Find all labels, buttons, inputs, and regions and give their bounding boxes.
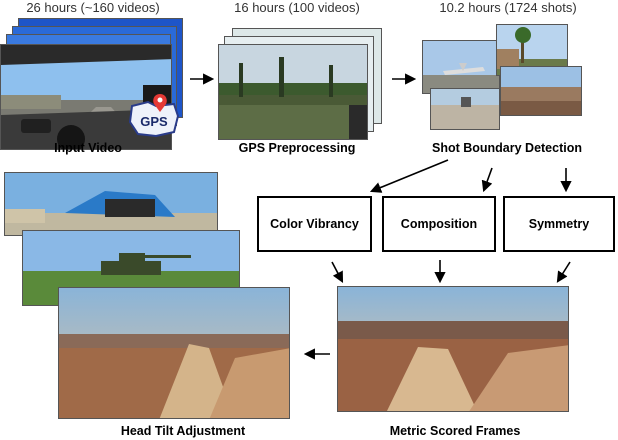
scored-caption: Metric Scored Frames: [389, 424, 521, 438]
arrow-vibrancy-to-scored: [331, 261, 344, 283]
shot-canyon: [500, 66, 582, 116]
tilt-caption: Head Tilt Adjustment: [120, 424, 246, 438]
gps-badge-text: GPS: [140, 114, 168, 129]
shot-airplane: [422, 40, 500, 94]
shot-duration: 10.2 hours (1724 shots): [439, 0, 577, 15]
arrow-symmetry-to-scored: [556, 261, 571, 283]
symmetry-box: Symmetry: [503, 196, 615, 252]
tilt-frame-sculpture: [4, 172, 218, 236]
gps-duration: 16 hours (100 videos): [234, 0, 360, 15]
gps-map-icon: GPS: [126, 92, 182, 140]
input-video-caption: Input Video: [54, 141, 122, 155]
arrow-shot-to-vibrancy: [369, 159, 449, 193]
gps-frame-stack: [210, 28, 385, 140]
swamp-frame: [218, 44, 368, 140]
dashcam-frame: [0, 44, 172, 150]
input-video-stack: GPS: [0, 18, 190, 150]
gps-caption: GPS Preprocessing: [238, 141, 356, 155]
color-vibrancy-box: Color Vibrancy: [257, 196, 372, 252]
arrow-shot-to-composition: [481, 167, 493, 193]
input-video-duration: 26 hours (~160 videos): [26, 0, 160, 15]
scored-frame: [337, 286, 569, 412]
composition-box: Composition: [382, 196, 496, 252]
shot-caption: Shot Boundary Detection: [431, 141, 582, 155]
tilt-frame-grand-canyon: [58, 287, 290, 419]
shot-road: [430, 88, 500, 130]
